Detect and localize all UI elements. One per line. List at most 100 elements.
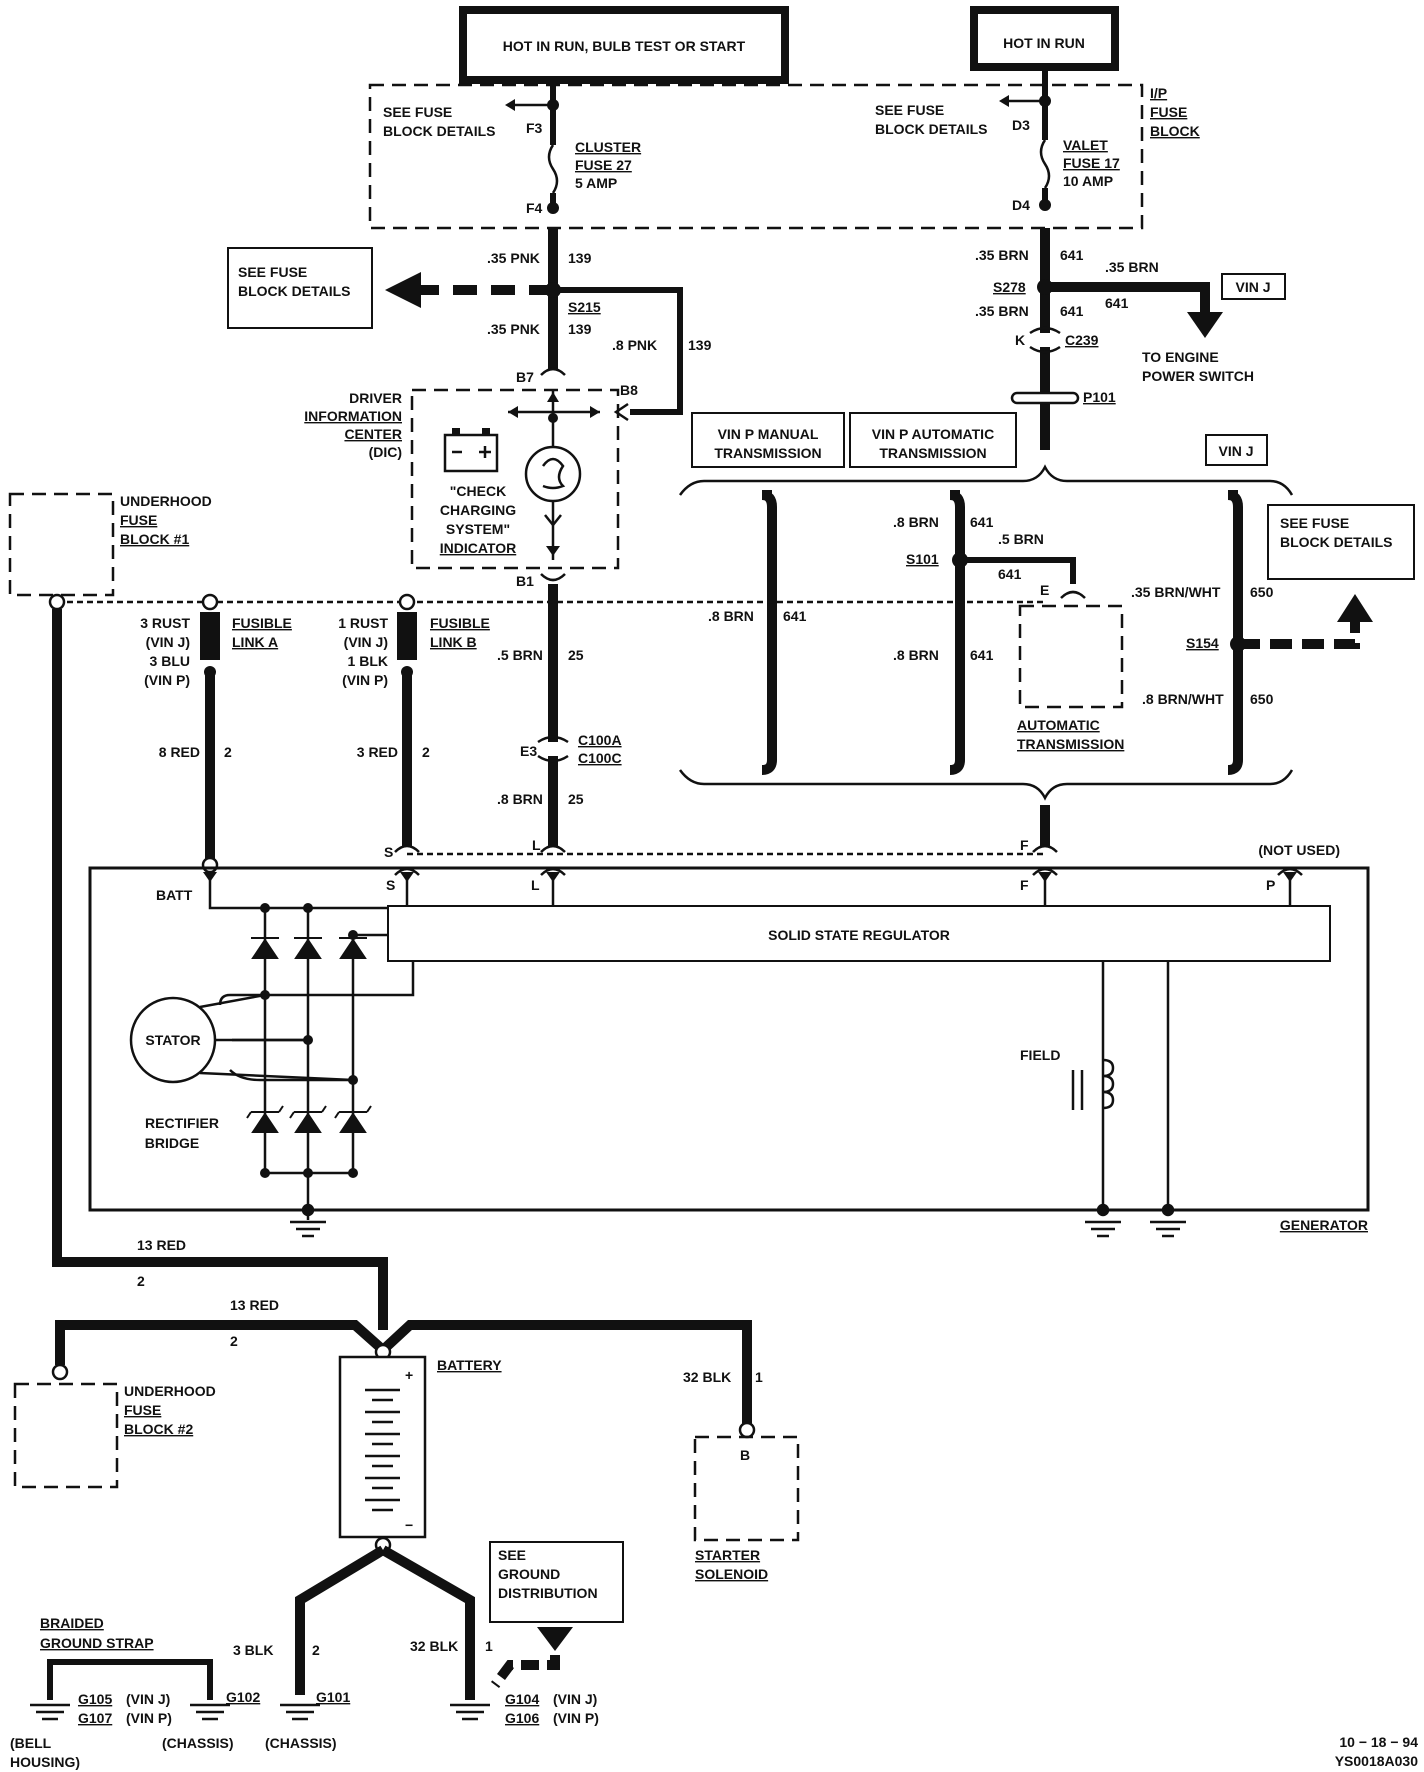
w13-num-2: 2: [230, 1333, 238, 1349]
b-size: 3 RED: [357, 744, 398, 760]
ip-label-1: I/P: [1150, 85, 1167, 101]
p101-label: P101: [1083, 389, 1116, 405]
fusible-link-b: [397, 612, 417, 660]
s101-label: S101: [906, 551, 939, 567]
dic-label-3: CENTER: [344, 426, 402, 442]
diode-icon: [294, 937, 322, 959]
banner-hot-run-bulb: HOT IN RUN, BULB TEST OR START: [459, 6, 789, 84]
wire-641-auto-branch: [960, 557, 1076, 584]
battery-symbol-icon: [443, 428, 499, 473]
braided-2: GROUND STRAP: [40, 1635, 154, 1651]
g107-label: G107: [78, 1710, 112, 1726]
link-b-wire-2: (VIN J): [344, 634, 388, 650]
see-fuse-box-right-1: SEE FUSE: [1280, 515, 1349, 531]
manual-size: .8 BRN: [708, 608, 754, 624]
connector-l-icon: [540, 844, 566, 853]
cluster-fuse-1: CLUSTER: [575, 139, 641, 155]
stator-leads: [199, 993, 354, 1082]
link-b-terminal: [398, 593, 416, 611]
c239-label: C239: [1065, 332, 1099, 348]
indicator-3: SYSTEM": [446, 521, 510, 537]
a-size: 8 RED: [159, 744, 200, 760]
wire-139-branch: [553, 287, 683, 415]
underhood1-label-3: BLOCK #1: [120, 531, 189, 547]
vin-p-manual-2: TRANSMISSION: [714, 445, 821, 461]
w32-size: 32 BLK: [683, 1369, 731, 1385]
vin-j-option-box: [1205, 434, 1268, 466]
link-a-wire-2: (VIN J): [146, 634, 190, 650]
stator-label: STATOR: [145, 1032, 200, 1048]
see-ground-2: GROUND: [498, 1566, 560, 1582]
ground-icon: [1150, 1203, 1186, 1238]
cluster-fuse-3: 5 AMP: [575, 175, 617, 191]
ground-icon: [1085, 1203, 1121, 1238]
regulator-label: SOLID STATE REGULATOR: [768, 927, 950, 943]
term-b: B: [740, 1447, 750, 1463]
rect-node: [260, 903, 270, 913]
term-s-gen: S: [386, 877, 395, 893]
term-d4-dot: [1039, 199, 1051, 211]
connector-c100-icon: [537, 735, 569, 763]
ground-icon: [290, 1203, 326, 1238]
w13-size-2: 13 RED: [230, 1297, 279, 1313]
g104-vin: (VIN J): [553, 1691, 597, 1707]
starter-solenoid-outline: [693, 1435, 800, 1542]
chassis-2: (CHASSIS): [265, 1735, 337, 1751]
arrow-head-icon: [590, 406, 600, 418]
bell-2: HOUSING): [10, 1754, 80, 1770]
valet-fuse-3: 10 AMP: [1063, 173, 1113, 189]
w139-num-1: 139: [568, 250, 592, 266]
wire-641-branch: [1045, 282, 1210, 315]
indicator-label: "CHECK CHARGING SYSTEM" INDICATOR: [440, 483, 516, 556]
see-fuse-box-left-2: BLOCK DETAILS: [238, 283, 351, 299]
banner-hot-run-bulb-text: HOT IN RUN, BULB TEST OR START: [503, 38, 746, 54]
starter-label-1: STARTER: [695, 1547, 760, 1563]
braided-ground-strap: [47, 1659, 213, 1700]
battery-label: BATTERY: [437, 1357, 502, 1373]
arrow-head-icon: [999, 95, 1009, 107]
arrow-down-icon: [1187, 312, 1223, 338]
w139-size-2: .35 PNK: [487, 321, 540, 337]
battery-cells-icon: [365, 1388, 400, 1512]
dic-outline: [410, 388, 620, 570]
connector-s-icon: [394, 844, 420, 853]
ip-label-2: FUSE: [1150, 104, 1187, 120]
see-ground-box: [489, 1541, 624, 1623]
c239-gap: [1030, 333, 1060, 347]
generator-label: GENERATOR: [1280, 1217, 1368, 1233]
w139-size-1: .35 PNK: [487, 250, 540, 266]
term-l-gen: L: [531, 877, 540, 893]
underhood2-label-2: FUSE: [124, 1402, 161, 1418]
diode-icon: [339, 937, 367, 959]
term-b1: B1: [516, 573, 534, 589]
diode-icon: [251, 937, 279, 959]
vin-p-manual-1: VIN P MANUAL: [718, 426, 819, 442]
vin-p-auto-1: VIN P AUTOMATIC: [872, 426, 994, 442]
lamp-filament-icon: [541, 457, 566, 490]
wire-13-red-1: [52, 609, 388, 1330]
rect-node: [303, 903, 313, 913]
zener-diode-icon: [289, 1105, 327, 1133]
term-f4: F4: [526, 200, 543, 216]
to-engine-1: TO ENGINE: [1142, 349, 1219, 365]
arrow-down-icon: [537, 1627, 573, 1651]
s215-label: S215: [568, 299, 601, 315]
indicator-lamp-icon: [524, 445, 582, 503]
connector-f-icon: [1032, 844, 1058, 853]
underhood1-terminal: [48, 593, 66, 611]
ground-icon: [280, 1703, 320, 1721]
wire-to-g104: [491, 1655, 560, 1688]
footer-code: YS0018A030: [1335, 1753, 1419, 1769]
rectifier-label-2: BRIDGE: [145, 1135, 199, 1151]
s278-label: S278: [993, 279, 1026, 295]
batt-term-dot: [201, 856, 219, 874]
not-used-label: (NOT USED): [1258, 842, 1340, 858]
see-fuse-box-left-1: SEE FUSE: [238, 264, 307, 280]
wire-650: [1227, 490, 1243, 775]
term-e: E: [1040, 582, 1049, 598]
arrow-left-icon: [385, 272, 421, 308]
automatic-transmission-outline: [1018, 604, 1124, 709]
p101-grommet-icon: [1010, 391, 1080, 405]
wire-3-blk: [295, 1545, 386, 1695]
underhood-2-outline: [13, 1382, 119, 1489]
